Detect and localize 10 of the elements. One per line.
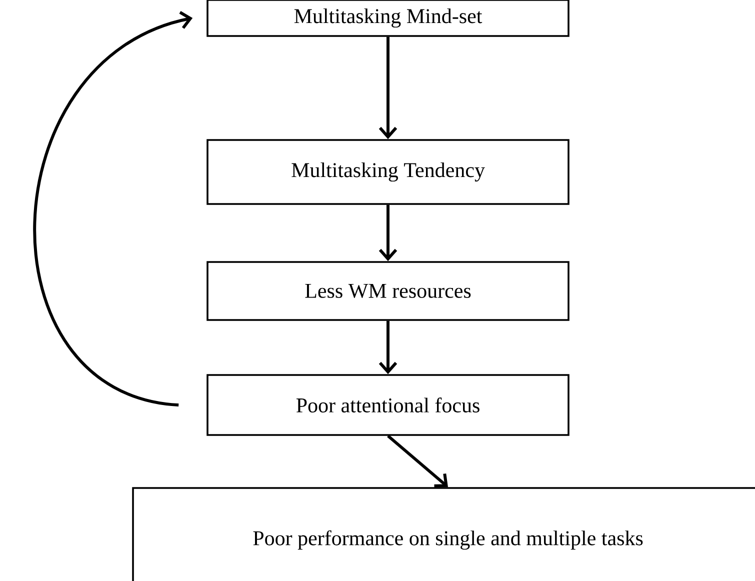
arrow: [387, 434, 448, 488]
process-box: Multitasking Mind-set: [206, 0, 570, 37]
arrow: [33, 11, 193, 406]
process-box: Poor attentional focus: [206, 374, 570, 436]
arrow: [378, 36, 398, 140]
process-box: Less WM resources: [206, 261, 570, 321]
process-box: Poor performance on single and multiple tasks: [132, 487, 755, 581]
process-box: Multitasking Tendency: [206, 139, 570, 205]
arrow: [378, 204, 398, 262]
arrow: [378, 320, 398, 374]
